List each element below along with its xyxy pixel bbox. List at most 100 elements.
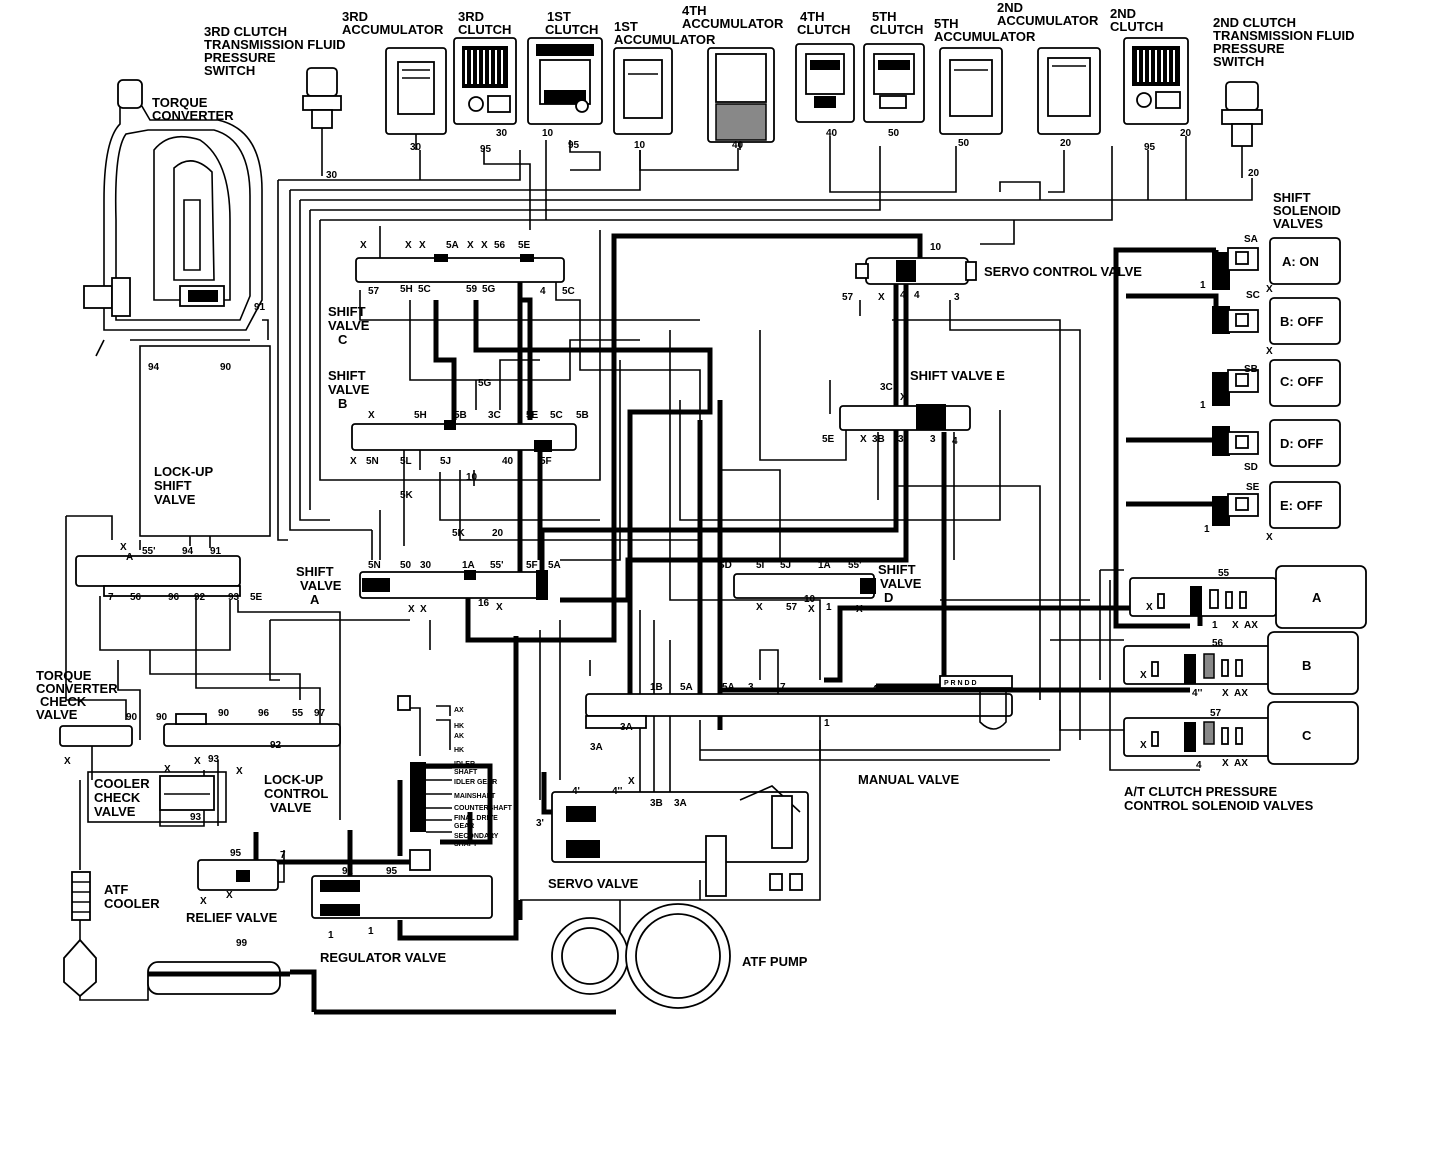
svg-text:GEAR: GEAR: [454, 823, 474, 830]
svg-text:X: X: [628, 776, 635, 787]
regulator-valve: 92 95 1 1 REGULATOR VALVE: [311, 849, 493, 965]
svg-text:1: 1: [826, 602, 832, 613]
svg-text:57: 57: [786, 602, 798, 613]
svg-text:10: 10: [930, 242, 942, 253]
svg-text:97: 97: [314, 708, 326, 719]
label-1st-clutch: 1ST CLUTCH: [545, 9, 598, 37]
svg-text:X: X: [1232, 620, 1239, 631]
svg-text:1: 1: [328, 930, 334, 941]
pressure-control-solenoids: A 55 X 1 X AX B 56 X 4'' X AX: [1123, 565, 1367, 813]
svg-text:5B: 5B: [454, 410, 467, 421]
svg-text:5N: 5N: [368, 560, 381, 571]
svg-text:5K: 5K: [452, 528, 466, 539]
2nd-clutch: [1123, 37, 1189, 125]
svg-text:10: 10: [466, 472, 478, 483]
label-servo-valve: SERVO VALVE: [548, 876, 639, 891]
label-5th-clutch: 5TH CLUTCH: [870, 9, 923, 37]
svg-text:4: 4: [952, 436, 958, 447]
manual-valve: P R N D D 1B 5A 5A 3 7 4 3A 3A 1 MANUAL …: [585, 675, 1013, 787]
svg-text:COUNTERSHAFT: COUNTERSHAFT: [454, 805, 513, 812]
solenoid-a: A: ON: [1212, 237, 1341, 290]
svg-text:96: 96: [168, 592, 180, 603]
cooler-check-valve: X 93 COOLER CHECK VALVE: [87, 764, 227, 823]
svg-text:4: 4: [1196, 760, 1202, 771]
svg-text:5E: 5E: [518, 240, 531, 251]
svg-text:X: X: [467, 240, 474, 251]
svg-text:5E: 5E: [822, 434, 835, 445]
atf-pump: ATF PUMP: [551, 903, 808, 1009]
servo-control-valve: SERVO CONTROL VALVE 10 57 X 4' 4 3: [842, 242, 1142, 303]
svg-text:X: X: [236, 766, 243, 777]
svg-text:1: 1: [1200, 280, 1206, 291]
svg-text:95: 95: [568, 140, 580, 151]
svg-text:93: 93: [208, 754, 220, 765]
5th-clutch: [863, 43, 925, 123]
svg-text:X: X: [350, 456, 357, 467]
svg-text:X: X: [900, 392, 907, 403]
label-lockup-control-valve: LOCK-UP CONTROL VALVE: [264, 772, 332, 815]
label-3rd-clutch-switch: 3RD CLUTCH TRANSMISSION FLUID PRESSURE S…: [204, 24, 349, 78]
svg-text:1: 1: [1204, 524, 1210, 535]
svg-text:7: 7: [280, 850, 286, 861]
svg-text:X: X: [860, 434, 867, 445]
relief-valve: 95 7 X X RELIEF VALVE: [186, 848, 286, 925]
pressure-solenoid-c: C 57 X 4 X AX: [1123, 701, 1359, 771]
svg-text:91: 91: [254, 302, 266, 313]
svg-text:20: 20: [1248, 168, 1260, 179]
label-1st-accumulator: 1ST ACCUMULATOR: [614, 19, 716, 47]
svg-text:X: X: [1222, 688, 1229, 699]
svg-text:X: X: [120, 542, 127, 553]
svg-text:5G: 5G: [482, 284, 496, 295]
svg-text:56: 56: [1212, 638, 1224, 649]
svg-text:90: 90: [156, 712, 168, 723]
svg-text:1: 1: [824, 718, 830, 729]
shaft-legend: AX HK AK HK IDLER SHAFT IDLER GEAR MAINS…: [397, 695, 513, 848]
svg-text:96: 96: [258, 708, 270, 719]
pressure-solenoid-a: A 55 X 1 X AX: [1129, 565, 1367, 631]
label-relief-valve: RELIEF VALVE: [186, 910, 278, 925]
svg-text:3': 3': [536, 818, 544, 829]
svg-text:5B: 5B: [576, 410, 589, 421]
svg-text:5A: 5A: [446, 240, 459, 251]
solenoid-d-state: D: OFF: [1280, 436, 1323, 451]
svg-text:5F: 5F: [526, 560, 538, 571]
3rd-accumulator: [385, 47, 447, 150]
svg-text:1: 1: [368, 926, 374, 937]
svg-text:94: 94: [148, 362, 160, 373]
svg-text:4'': 4'': [612, 786, 622, 797]
svg-text:5C: 5C: [418, 284, 431, 295]
svg-text:5C: 5C: [550, 410, 563, 421]
svg-text:SD: SD: [1244, 462, 1258, 473]
svg-text:90: 90: [218, 708, 230, 719]
svg-text:5A: 5A: [680, 682, 693, 693]
svg-text:SB: SB: [1244, 364, 1258, 375]
svg-text:5A: 5A: [548, 560, 561, 571]
svg-text:7: 7: [780, 682, 786, 693]
svg-text:4: 4: [872, 684, 878, 695]
solenoid-e-state: E: OFF: [1280, 498, 1323, 513]
svg-text:93: 93: [190, 812, 202, 823]
label-torque-converter: TORQUE CONVERTER: [152, 95, 234, 123]
torque-converter: [83, 79, 269, 357]
svg-text:HK: HK: [454, 747, 464, 754]
svg-text:X: X: [226, 890, 233, 901]
shift-valve-e: SHIFT VALVE E 3C X 5E X 3B 3' 3 4: [822, 368, 1005, 447]
servo-valve: 4' 4'' X 3B 3A 3' SERVO VALVE: [536, 776, 809, 897]
svg-text:X: X: [756, 602, 763, 613]
svg-text:MAINSHAFT: MAINSHAFT: [454, 793, 496, 800]
svg-text:56: 56: [130, 592, 142, 603]
svg-text:SHAFT: SHAFT: [454, 769, 478, 776]
svg-text:X: X: [1146, 602, 1153, 613]
svg-text:55: 55: [1218, 568, 1230, 579]
label-atf-pump: ATF PUMP: [742, 954, 808, 969]
svg-text:50: 50: [400, 560, 412, 571]
label-4th-clutch: 4TH CLUTCH: [797, 9, 850, 37]
svg-text:X: X: [808, 604, 815, 615]
label-at-clutch-pressure-solenoids: A/T CLUTCH PRESSURE CONTROL SOLENOID VAL…: [1124, 784, 1314, 813]
shift-valve-c: X X X 5A X X 56 5E 57 5H 5C 59 5G 4 5C S…: [328, 240, 575, 347]
svg-text:4': 4': [572, 786, 580, 797]
svg-text:3C: 3C: [488, 410, 501, 421]
label-atf-cooler: ATF COOLER: [104, 882, 160, 911]
svg-text:X: X: [194, 756, 201, 767]
